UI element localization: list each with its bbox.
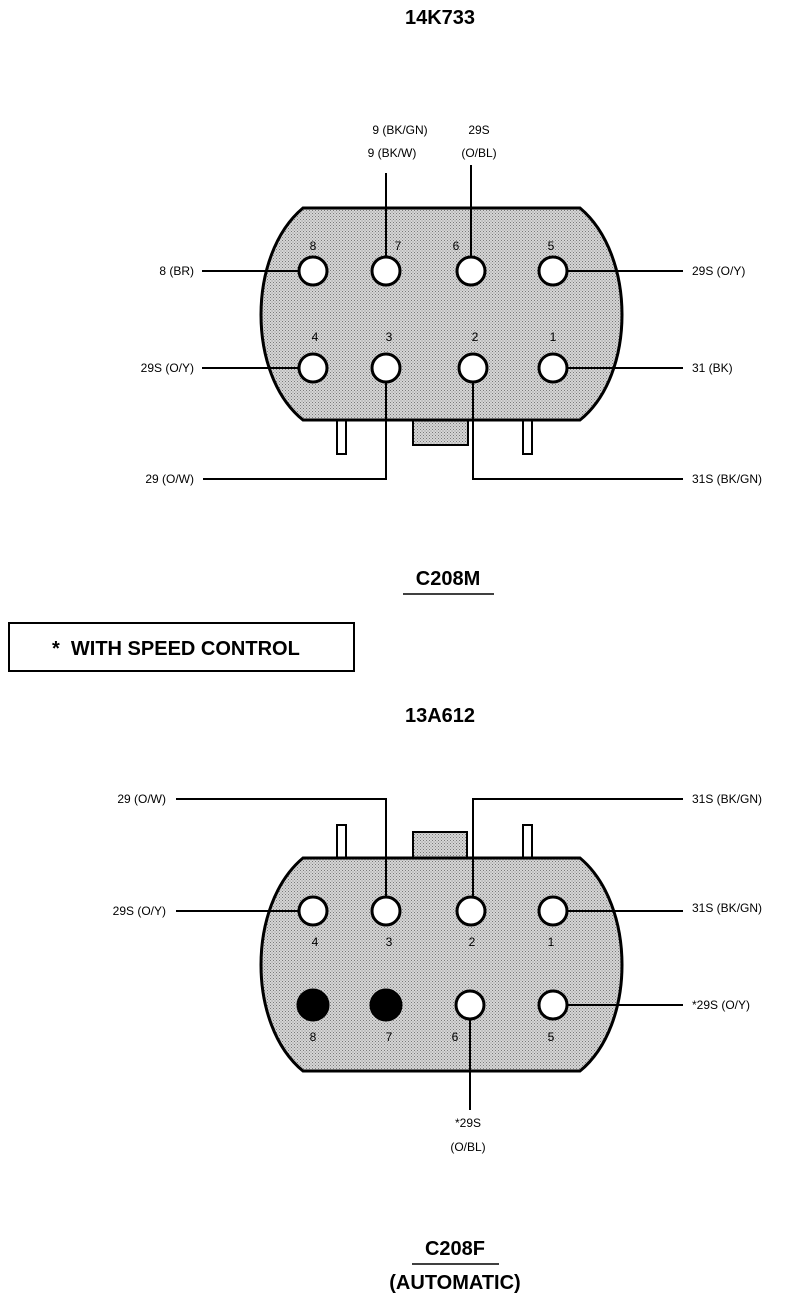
bottom-connector-latch-right <box>522 824 533 860</box>
bottom-connector-name: C208F <box>425 1238 485 1260</box>
pin-8-number: 8 <box>310 239 317 253</box>
pin-1-number-bottom: 1 <box>548 935 555 949</box>
pin-6-label-bottom-line1: *29S <box>455 1116 481 1130</box>
bottom-connector-wires <box>176 798 683 1110</box>
pin-1-label-bottom: 31S (BK/GN) <box>692 901 762 915</box>
pin-8-number-bottom: 8 <box>310 1030 317 1044</box>
pin-2-cavity <box>457 352 489 384</box>
bottom-connector-pins <box>296 895 569 1022</box>
pin-7-label-line2: 9 (BK/W) <box>368 146 417 160</box>
pin-7-plugged-cavity-bottom <box>369 988 403 1022</box>
pin-7-label-line1: 9 (BK/GN) <box>372 123 427 137</box>
pin-4-number: 4 <box>312 330 319 344</box>
pin-1-number: 1 <box>550 330 557 344</box>
pin-6-label-line2: (O/BL) <box>461 146 496 160</box>
pin-2-label: 31S (BK/GN) <box>692 472 762 486</box>
wire-pin2 <box>472 382 683 480</box>
pin-7-cavity <box>370 255 402 287</box>
pin-3-cavity-bottom <box>370 895 402 927</box>
pin-5-number-bottom: 5 <box>548 1030 555 1044</box>
pin-2-number: 2 <box>472 330 479 344</box>
note-box <box>8 622 355 672</box>
pin-3-label: 29 (O/W) <box>145 472 194 486</box>
top-connector-pins <box>297 255 569 384</box>
pin-7-number: 7 <box>395 239 402 253</box>
bottom-connector-title: 13A612 <box>405 705 475 727</box>
pin-6-number: 6 <box>453 239 460 253</box>
pin-4-label-bottom: 29S (O/Y) <box>113 904 166 918</box>
pin-2-label-bottom: 31S (BK/GN) <box>692 792 762 806</box>
top-connector-wires <box>202 165 683 480</box>
pin-4-number-bottom: 4 <box>312 935 319 949</box>
pin-5-label-bottom: *29S (O/Y) <box>692 998 750 1012</box>
pin-6-cavity-bottom <box>454 989 486 1021</box>
pin-4-cavity <box>297 352 329 384</box>
pin-5-number: 5 <box>548 239 555 253</box>
top-connector-title: 14K733 <box>405 7 475 29</box>
pin-6-cavity <box>455 255 487 287</box>
pin-8-label: 8 (BR) <box>159 264 194 278</box>
pin-3-number: 3 <box>386 330 393 344</box>
bottom-connector-subtitle: (AUTOMATIC) <box>389 1272 520 1294</box>
wire-pin3-bottom <box>176 798 387 897</box>
pin-4-cavity-bottom <box>297 895 329 927</box>
pin-5-cavity <box>537 255 569 287</box>
pin-2-cavity-bottom <box>455 895 487 927</box>
pin-7-number-bottom: 7 <box>386 1030 393 1044</box>
wire-pin3 <box>203 382 387 480</box>
top-connector-body <box>259 206 624 422</box>
top-connector-name: C208M <box>416 568 480 590</box>
pin-2-number-bottom: 2 <box>469 935 476 949</box>
bottom-connector-latch-left <box>336 824 347 860</box>
top-connector-key-tab <box>412 417 469 446</box>
top-connector-latch-right <box>522 417 533 455</box>
bottom-connector: 13A612 4 3 2 1 <box>113 705 762 1294</box>
bottom-connector-key-tab <box>412 831 468 860</box>
pin-1-cavity <box>537 352 569 384</box>
pin-8-plugged-cavity-bottom <box>296 988 330 1022</box>
speed-control-note: * WITH SPEED CONTROL <box>8 622 355 672</box>
pin-8-cavity <box>297 255 329 287</box>
pin-1-label: 31 (BK) <box>692 361 733 375</box>
pin-6-number-bottom: 6 <box>452 1030 459 1044</box>
pin-4-label: 29S (O/Y) <box>141 361 194 375</box>
pin-1-cavity-bottom <box>537 895 569 927</box>
top-connector: 14K733 8 7 <box>141 7 762 595</box>
wire-pin2-bottom <box>472 798 683 897</box>
pin-5-label: 29S (O/Y) <box>692 264 745 278</box>
pin-6-label-line1: 29S <box>468 123 489 137</box>
pin-3-number-bottom: 3 <box>386 935 393 949</box>
pin-3-cavity <box>370 352 402 384</box>
pin-6-label-bottom-line2: (O/BL) <box>450 1140 485 1154</box>
pin-3-label-bottom: 29 (O/W) <box>117 792 166 806</box>
pin-5-cavity-bottom <box>537 989 569 1021</box>
note-text: * WITH SPEED CONTROL <box>52 638 300 660</box>
top-connector-latch-left <box>336 417 347 455</box>
